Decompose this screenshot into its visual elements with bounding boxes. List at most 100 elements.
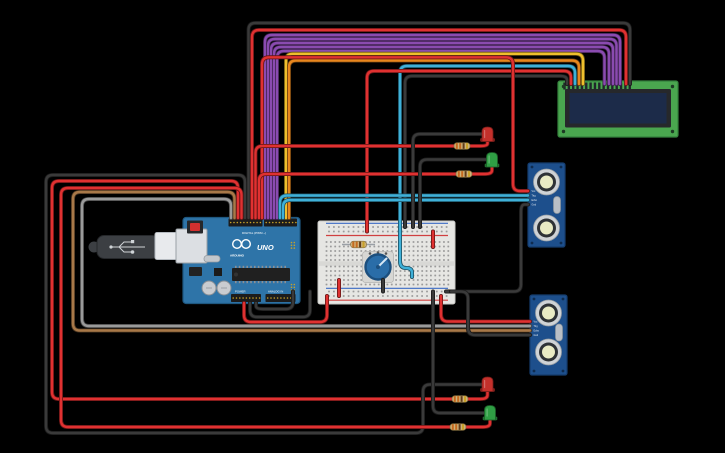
breadboard-hole[interactable] bbox=[360, 250, 363, 252]
wire-arduino-5v-red[interactable] bbox=[242, 294, 329, 324]
breadboard-hole[interactable] bbox=[334, 241, 337, 243]
breadboard-hole[interactable] bbox=[328, 290, 330, 293]
breadboard-hole[interactable] bbox=[447, 254, 450, 257]
breadboard-hole[interactable] bbox=[430, 265, 432, 268]
breadboard-hole[interactable] bbox=[399, 270, 402, 272]
breadboard-hole[interactable] bbox=[445, 295, 448, 297]
breadboard-hole[interactable] bbox=[334, 265, 337, 268]
breadboard-hole[interactable] bbox=[360, 254, 363, 257]
breadboard-hole[interactable] bbox=[386, 230, 389, 233]
breadboard-hole[interactable] bbox=[367, 295, 370, 297]
breadboard-hole[interactable] bbox=[412, 283, 415, 286]
reset-button[interactable] bbox=[190, 223, 200, 231]
breadboard-hole[interactable] bbox=[333, 226, 335, 228]
breadboard-hole[interactable] bbox=[352, 230, 355, 233]
breadboard-hole[interactable] bbox=[425, 265, 428, 268]
breadboard-hole[interactable] bbox=[329, 245, 332, 248]
breadboard-hole[interactable] bbox=[403, 250, 406, 252]
breadboard-hole[interactable] bbox=[421, 250, 424, 252]
breadboard-hole[interactable] bbox=[406, 295, 409, 297]
breadboard-hole[interactable] bbox=[438, 283, 441, 286]
wire-led-red-top-anode[interactable] bbox=[253, 139, 490, 220]
breadboard-hole[interactable] bbox=[391, 290, 394, 293]
breadboard-hole[interactable] bbox=[416, 265, 419, 268]
breadboard-hole[interactable] bbox=[443, 254, 445, 257]
breadboard-hole[interactable] bbox=[408, 245, 411, 248]
breadboard-hole[interactable] bbox=[325, 254, 328, 257]
wire-arduino-gnd-b-black[interactable] bbox=[254, 289, 295, 311]
lcd-pin[interactable] bbox=[628, 82, 631, 90]
wire-lcd-rw-orange[interactable] bbox=[287, 58, 581, 220]
wire-lcd-d5-purple[interactable] bbox=[269, 41, 615, 220]
breadboard-hole[interactable] bbox=[421, 265, 424, 268]
breadboard-hole[interactable] bbox=[416, 245, 419, 248]
breadboard-hole[interactable] bbox=[445, 226, 448, 228]
breadboard-hole[interactable] bbox=[382, 230, 384, 233]
breadboard-hole[interactable] bbox=[377, 283, 380, 286]
breadboard-hole[interactable] bbox=[425, 254, 428, 257]
breadboard-hole[interactable] bbox=[325, 270, 328, 272]
breadboard-hole[interactable] bbox=[416, 279, 419, 281]
breadboard-hole[interactable] bbox=[386, 283, 389, 286]
breadboard-hole[interactable] bbox=[362, 226, 365, 228]
breadboard-hole[interactable] bbox=[447, 274, 450, 277]
breadboard-hole[interactable] bbox=[343, 250, 345, 252]
wire-lcd-led-k-black[interactable] bbox=[246, 21, 632, 220]
breadboard-hole[interactable] bbox=[406, 230, 409, 233]
breadboard-hole[interactable] bbox=[334, 274, 337, 277]
breadboard-hole[interactable] bbox=[421, 245, 424, 248]
breadboard-hole[interactable] bbox=[438, 259, 441, 261]
breadboard-hole[interactable] bbox=[438, 265, 441, 268]
breadboard-hole[interactable] bbox=[325, 283, 328, 286]
breadboard-hole[interactable] bbox=[426, 226, 428, 228]
breadboard-hole[interactable] bbox=[386, 295, 389, 297]
breadboard-hole[interactable] bbox=[447, 259, 450, 261]
breadboard-hole[interactable] bbox=[329, 259, 332, 261]
breadboard-hole[interactable] bbox=[382, 295, 384, 297]
breadboard-hole[interactable] bbox=[430, 274, 432, 277]
lcd-pin[interactable] bbox=[598, 82, 601, 90]
breadboard-hole[interactable] bbox=[425, 245, 428, 248]
wire-lcd-vcc-red[interactable] bbox=[365, 69, 573, 234]
led-red-bottom[interactable] bbox=[480, 376, 495, 392]
breadboard-hole[interactable] bbox=[438, 279, 441, 281]
breadboard-hole[interactable] bbox=[343, 283, 345, 286]
breadboard-hole[interactable] bbox=[430, 283, 432, 286]
breadboard-hole[interactable] bbox=[434, 279, 437, 281]
breadboard-hole[interactable] bbox=[408, 254, 411, 257]
breadboard-hole[interactable] bbox=[430, 254, 432, 257]
breadboard-hole[interactable] bbox=[347, 283, 350, 286]
wire-lcd-d6-purple[interactable] bbox=[266, 37, 619, 220]
breadboard-hole[interactable] bbox=[337, 226, 340, 228]
breadboard-hole[interactable] bbox=[338, 274, 341, 277]
breadboard-hole[interactable] bbox=[352, 290, 355, 293]
breadboard-hole[interactable] bbox=[443, 259, 445, 261]
breadboard-hole[interactable] bbox=[334, 283, 337, 286]
breadboard-hole[interactable] bbox=[421, 295, 423, 297]
breadboard-hole[interactable] bbox=[391, 226, 394, 228]
wire-arduino-gnd-a-black[interactable] bbox=[248, 289, 312, 319]
breadboard-hole[interactable] bbox=[443, 250, 445, 252]
resistor-led-green-top[interactable] bbox=[455, 170, 473, 178]
breadboard-hole[interactable] bbox=[438, 245, 441, 248]
breadboard-hole[interactable] bbox=[377, 290, 379, 293]
breadboard-hole[interactable] bbox=[351, 283, 354, 286]
wire-lcd-en-purple[interactable] bbox=[275, 49, 607, 220]
breadboard-hole[interactable] bbox=[408, 259, 411, 261]
breadboard-hole[interactable] bbox=[416, 226, 419, 228]
breadboard-hole[interactable] bbox=[401, 290, 404, 293]
breadboard-hole[interactable] bbox=[443, 274, 445, 277]
breadboard-hole[interactable] bbox=[372, 295, 374, 297]
breadboard-hole[interactable] bbox=[329, 265, 332, 268]
breadboard-hole[interactable] bbox=[416, 230, 419, 233]
breadboard-hole[interactable] bbox=[342, 230, 345, 233]
breadboard-hole[interactable] bbox=[438, 274, 441, 277]
breadboard-hole[interactable] bbox=[430, 250, 432, 252]
lcd-pin[interactable] bbox=[572, 82, 575, 90]
wire-led-green-top-cathode[interactable] bbox=[418, 157, 488, 229]
resistor-led-green-bottom[interactable] bbox=[449, 423, 467, 431]
led-red-top[interactable] bbox=[480, 126, 495, 142]
breadboard-hole[interactable] bbox=[382, 241, 384, 243]
breadboard-hole[interactable] bbox=[360, 259, 363, 261]
breadboard-hole[interactable] bbox=[443, 265, 445, 268]
